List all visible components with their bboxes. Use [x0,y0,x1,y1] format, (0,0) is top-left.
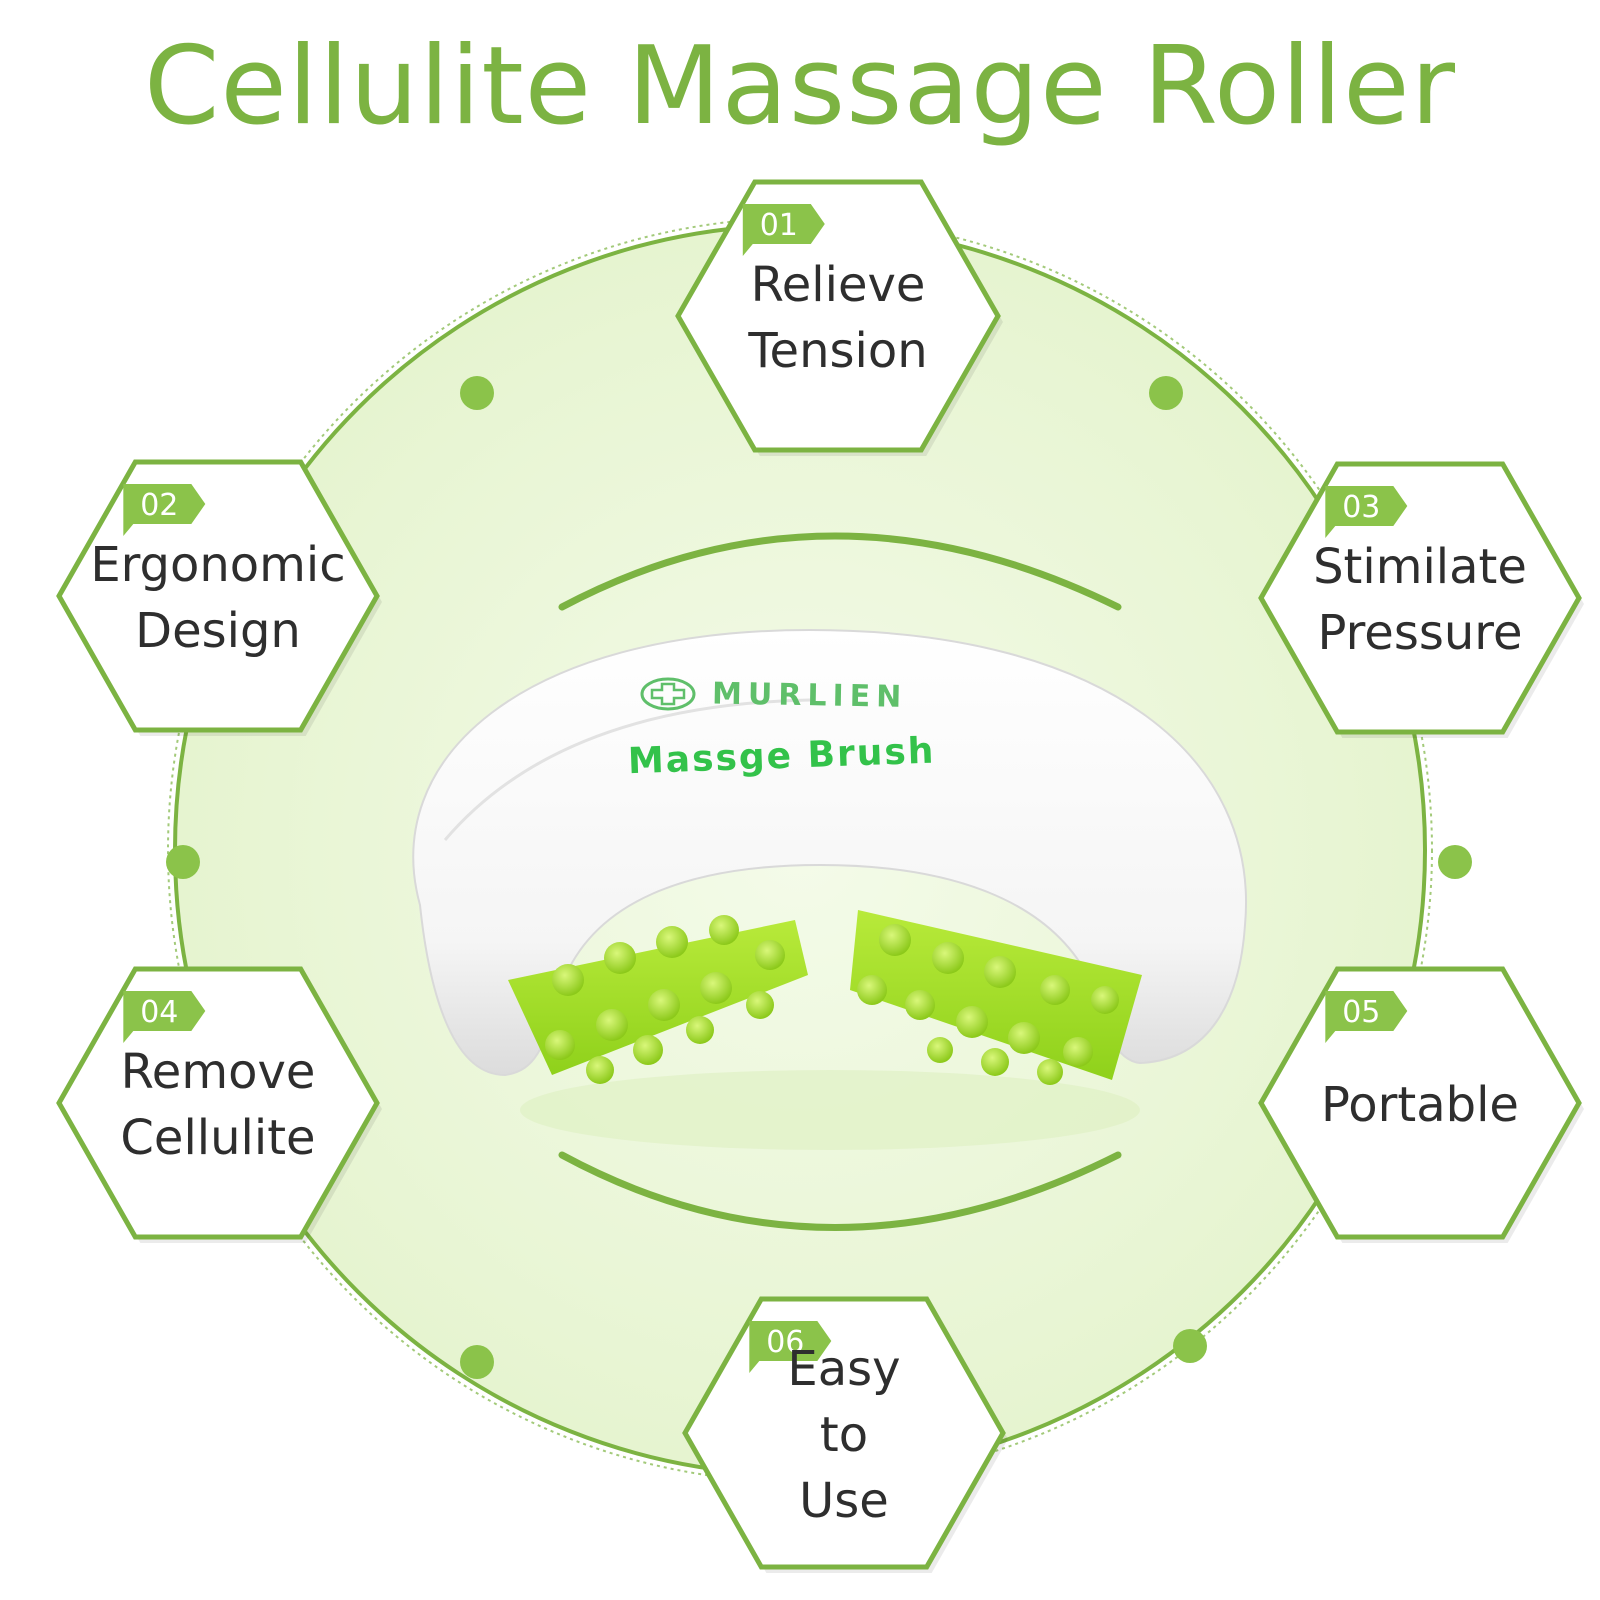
feature-number: 06 [766,1325,804,1360]
arc-bottom [558,1151,1122,1231]
ring-dot [1149,376,1183,410]
feature-label-line: Relieve [751,257,926,313]
ring-dot [166,845,200,879]
brand-name: MURLIEN [712,676,908,714]
feature-label-line: Tension [747,323,927,379]
right-roller-nubs [857,924,1119,1085]
hexagon-frame [682,1296,1006,1570]
number-badge: 02 [123,484,206,536]
ring-dot [460,1345,494,1379]
feature-number: 01 [760,208,798,243]
number-badge: 01 [742,204,825,256]
feature-label-line: Design [135,603,301,659]
ring-dot [1173,1329,1207,1363]
feature-label-line: Cellulite [120,1110,315,1166]
number-badge: 03 [1325,486,1408,538]
feature-label-line: Easy [787,1341,900,1397]
number-badge: 05 [1325,991,1408,1043]
page-title: Cellulite Massage Roller [144,24,1456,149]
feature-label-line: Stimilate [1313,539,1527,595]
hexagon-frame [56,966,380,1240]
feature-number: 05 [1342,995,1380,1030]
hexagon-frame [1258,461,1582,735]
feature-number: 03 [1342,490,1380,525]
feature-number: 02 [140,488,178,523]
number-badge: 06 [749,1321,832,1373]
left-roller-nubs [545,915,785,1084]
feature-label-line: Pressure [1318,605,1523,661]
hexagon-frame [1258,966,1582,1240]
feature-label-line: to [820,1407,868,1463]
feature-label-line: Portable [1321,1077,1519,1133]
arc-top [558,532,1122,611]
ring-dot [460,376,494,410]
hexagon-frame [675,179,1001,453]
feature-number: 04 [140,995,178,1030]
roller-body-seam [443,698,811,841]
right-roller [850,910,1142,1080]
ring-dot [1438,845,1472,879]
feature-label-line: Remove [121,1044,316,1100]
feature-label-line: Ergonomic [90,537,345,593]
hexagon-frame [56,459,380,733]
ring-dots [166,376,1472,1379]
number-badge: 04 [123,991,206,1043]
massage-roller-image: MURLIEN Massge Brush [412,628,1247,1150]
cross-logo-icon [640,677,696,711]
feature-label-line: Use [799,1473,889,1529]
product-reflection [520,1070,1140,1150]
